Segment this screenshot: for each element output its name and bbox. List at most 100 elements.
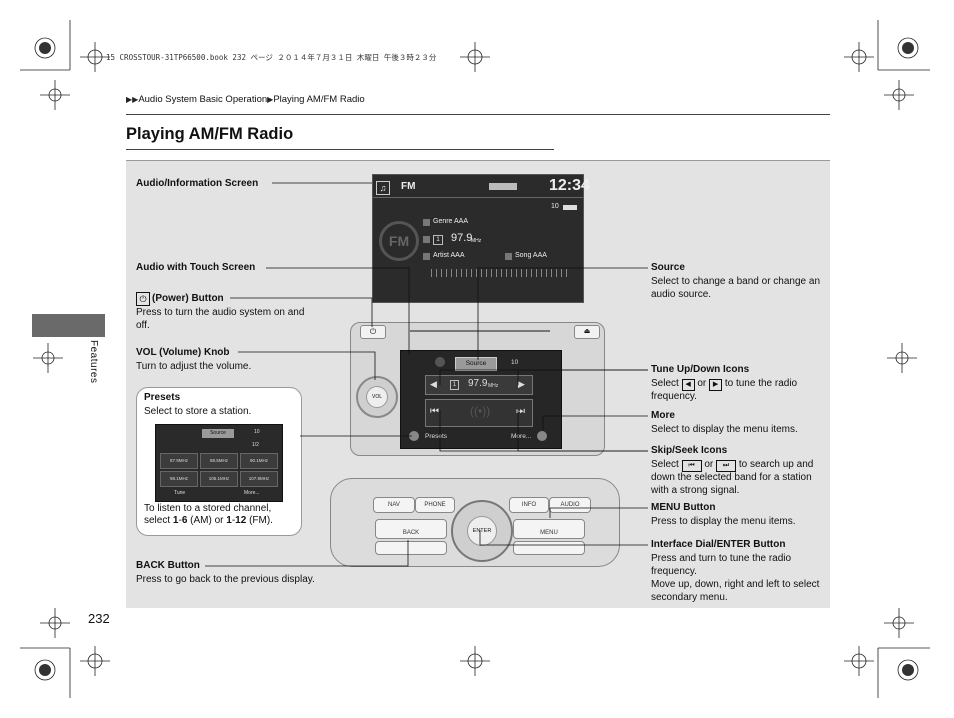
touch-frequency: 97.9 [468, 378, 488, 389]
header-rule [126, 114, 830, 115]
music-note-icon: ♫ [376, 181, 390, 195]
power-button[interactable]: ⏻ [360, 325, 386, 339]
preset-item[interactable]: 87.9MHz [160, 453, 198, 469]
touch-seek-bar: ⏮ ((•)) ⏭ [425, 399, 533, 427]
breadcrumb: ▶▶Audio System Basic Operation▶Playing A… [126, 94, 365, 105]
mini-tune: Tune [174, 490, 186, 496]
touch-band-icon [435, 357, 445, 367]
screen-divider [373, 197, 583, 198]
preset-item[interactable]: 98.1MHz [160, 471, 198, 487]
touch-frequency-bar: ◀ 1 97.9 MHz ▶ [425, 375, 533, 395]
tune-text: Select ◀ or ▶ to tune the radio frequenc… [651, 378, 798, 402]
screen-volume: 10 [551, 203, 559, 210]
more-text: Select to display the menu items. [651, 424, 798, 435]
breadcrumb-section[interactable]: Audio System Basic Operation [138, 94, 268, 105]
source-text: Select to change a band or change an aud… [651, 276, 821, 300]
genre-icon [423, 219, 430, 226]
chapter-label: Features [88, 340, 99, 384]
skip-back-icon[interactable]: ⏮ [430, 406, 439, 417]
info-button[interactable]: INFO [509, 497, 549, 513]
mini-source: Source [202, 429, 234, 438]
presets-mini-screen: Source 10 1/2 87.9MHz 88.5MHz 90.1MHz 98… [155, 424, 283, 502]
mini-more: More... [244, 490, 260, 496]
artist-icon [423, 253, 430, 260]
touch-presets-button[interactable]: Presets [425, 433, 448, 440]
eject-icon: ⏏ [583, 328, 591, 335]
touch-screen: Source 10 ◀ 1 97.9 MHz ▶ ⏮ ((•)) ⏭ Prese… [400, 350, 562, 449]
volume-bar [563, 205, 577, 210]
preset-item[interactable]: 88.5MHz [200, 453, 238, 469]
preset-item[interactable]: 105.1MHz [200, 471, 238, 487]
volume-knob[interactable]: VOL [356, 376, 398, 418]
screen-preset-number: 1 [433, 235, 443, 245]
breadcrumb-arrow: ▶▶ [126, 95, 139, 104]
power-button-text: Press to turn the audio system on and of… [136, 307, 305, 331]
tune-left-icon[interactable]: ◀ [430, 379, 437, 389]
screen-frequency-unit: MHz [471, 238, 482, 244]
enter-button[interactable]: ENTER [467, 516, 497, 546]
touch-frequency-unit: MHz [488, 383, 499, 389]
presets-text: Select to store a station. [144, 406, 252, 417]
screen-frequency: 97.9 [451, 232, 473, 244]
mini-volume: 10 [254, 429, 260, 435]
breadcrumb-page: Playing AM/FM Radio [273, 94, 365, 105]
touch-more-button[interactable]: More... [511, 433, 532, 440]
skip-forward-icon[interactable]: ⏭ [516, 406, 525, 417]
title-underline [126, 149, 554, 150]
preset-icon [423, 236, 430, 243]
disc-slot [410, 330, 550, 332]
presets-title: Presets [144, 392, 181, 403]
touch-preset-number: 1 [450, 380, 459, 390]
eject-button[interactable]: ⏏ [574, 325, 600, 339]
chapter-tab [32, 314, 105, 337]
lower-left-button[interactable] [375, 541, 447, 555]
preset-item[interactable]: 107.9MHz [240, 471, 278, 487]
screen-song: Song AAA [515, 252, 547, 259]
label-skip-seek-icons: Skip/Seek Icons [651, 445, 728, 456]
label-menu-button: MENU Button [651, 502, 716, 513]
status-icons [489, 183, 517, 190]
label-volume-knob: VOL (Volume) Knob [136, 347, 230, 358]
label-audio-touch-screen: Audio with Touch Screen [136, 262, 256, 273]
label-audio-information-screen: Audio/Information Screen [136, 178, 259, 189]
interface-dial[interactable]: ENTER [451, 500, 513, 562]
dial-text-2: Move up, down, right and left to select … [651, 579, 820, 603]
tune-right-symbol-icon: ▶ [709, 379, 723, 391]
power-icon: ⏻ [369, 327, 377, 336]
menu-button[interactable]: MENU [513, 519, 585, 539]
page-number: 232 [88, 611, 110, 626]
phone-button[interactable]: PHONE [415, 497, 455, 513]
breadcrumb-separator: ▶ [267, 95, 274, 104]
lower-right-button[interactable] [513, 541, 585, 555]
presets-note-line-1: To listen to a stored channel, [144, 503, 272, 514]
dial-text-1: Press and turn to tune the radio frequen… [651, 553, 792, 577]
screen-clock: 12:34 [549, 177, 590, 194]
volume-knob-label: VOL [366, 386, 388, 408]
back-button-text: Press to go back to the previous display… [136, 574, 315, 585]
print-header: 15 CROSSTOUR-31TP66500.book 232 ページ ２０１４… [106, 53, 437, 62]
touch-source-button[interactable]: Source [455, 357, 497, 371]
song-icon [505, 253, 512, 260]
label-power-button: (Power) Button [152, 293, 224, 304]
power-symbol-icon: ⏻ [136, 292, 150, 306]
screen-artist: Artist AAA [433, 252, 465, 259]
mini-page: 1/2 [252, 442, 259, 448]
tuning-scale [431, 269, 571, 277]
nav-button[interactable]: NAV [373, 497, 415, 513]
label-more: More [651, 410, 675, 421]
presets-note-line-2: select 1-6 (AM) or 1-12 (FM). [144, 515, 273, 526]
preset-item[interactable]: 90.1MHz [240, 453, 278, 469]
volume-knob-text: Turn to adjust the volume. [136, 361, 252, 372]
screen-band: FM [401, 181, 416, 192]
tune-right-icon[interactable]: ▶ [518, 379, 525, 389]
fm-logo-icon: FM [379, 221, 419, 261]
touch-volume: 10 [511, 359, 519, 366]
audio-button[interactable]: AUDIO [549, 497, 591, 513]
label-source: Source [651, 262, 685, 273]
signal-icon: ((•)) [470, 404, 491, 418]
back-button[interactable]: BACK [375, 519, 447, 539]
skip-text: Select ⏮ or ⏭ to search up and down the … [651, 459, 814, 496]
more-button-icon [537, 431, 547, 441]
